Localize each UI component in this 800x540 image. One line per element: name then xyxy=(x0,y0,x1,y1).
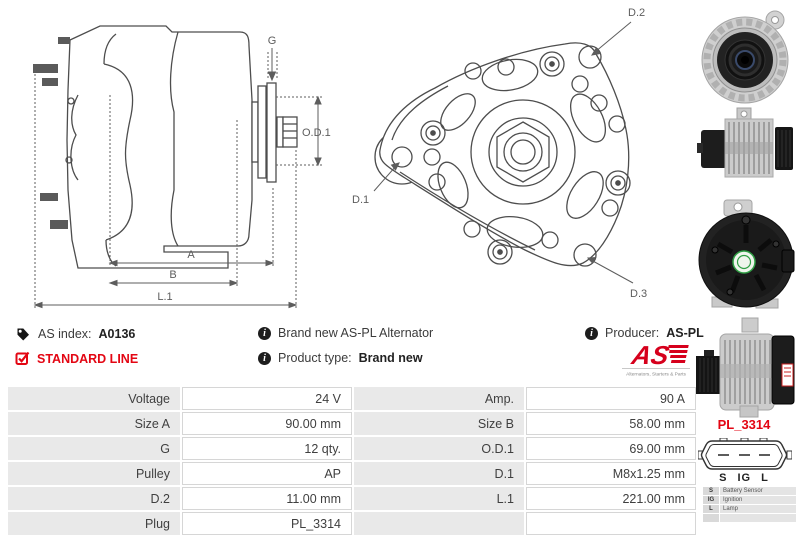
photo-front-view[interactable] xyxy=(697,6,797,104)
brand-new-row: i Brand new AS-PL Alternator xyxy=(258,326,433,340)
spec-label: Plug xyxy=(8,512,180,535)
dim-label-g: G xyxy=(268,35,277,47)
legend-value: Ignition xyxy=(720,496,796,504)
legend-key: L xyxy=(703,505,719,513)
photo-rear-view[interactable] xyxy=(694,198,798,310)
dim-label-a: A xyxy=(187,249,195,261)
producer-row: i Producer: AS-PL xyxy=(585,326,704,340)
producer-value: AS-PL xyxy=(666,326,704,340)
plug-code: PL_3314 xyxy=(717,417,771,432)
spec-label: Voltage xyxy=(8,387,180,410)
legend-key-empty xyxy=(703,514,719,522)
as-index-row: AS index: A0136 xyxy=(15,326,135,342)
standard-line-label: STANDARD LINE xyxy=(37,351,139,366)
spec-label: Size B xyxy=(354,412,524,435)
info-icon: i xyxy=(258,326,271,340)
producer-label: Producer: xyxy=(605,326,660,340)
spec-value: 90.00 mm xyxy=(182,412,352,435)
spec-value xyxy=(526,512,696,535)
as-logo-tagline: Alternators, Starters & Parts xyxy=(626,372,686,378)
legend-value: Battery Sensor xyxy=(720,487,796,495)
spec-label: Pulley xyxy=(8,462,180,485)
spec-label: Amp. xyxy=(354,387,524,410)
spec-value: M8x1.25 mm xyxy=(526,462,696,485)
product-type-label: Product type: xyxy=(278,351,352,365)
tag-icon xyxy=(17,328,29,341)
side-view-drawing: G O.D.1 A B L.1 xyxy=(33,25,331,309)
rear-studs xyxy=(33,37,70,229)
photo-side-view[interactable] xyxy=(697,104,797,190)
spec-label: D.2 xyxy=(8,487,180,510)
legend-key: IG xyxy=(703,496,719,504)
as-logo-text: AS xyxy=(628,340,672,370)
info-icon: i xyxy=(585,326,598,340)
dim-label-l1: L.1 xyxy=(157,291,172,303)
legend-key: S xyxy=(703,487,719,495)
spec-label: D.1 xyxy=(354,462,524,485)
spec-value: 11.00 mm xyxy=(182,487,352,510)
standard-line-row: STANDARD LINE xyxy=(15,351,138,366)
spec-label: O.D.1 xyxy=(354,437,524,460)
checkbox-checked-icon xyxy=(15,351,30,365)
product-type-value: Brand new xyxy=(358,351,423,365)
spec-label: L.1 xyxy=(354,487,524,510)
legend-value: Lamp xyxy=(720,505,796,513)
as-index-value: A0136 xyxy=(98,327,136,341)
spec-value: 58.00 mm xyxy=(526,412,696,435)
as-pl-logo: AS Alternators, Starters & Parts xyxy=(620,339,692,382)
brand-new-text: Brand new AS-PL Alternator xyxy=(278,326,434,340)
as-index-label: AS index: xyxy=(38,327,92,341)
spec-value: AP xyxy=(182,462,352,485)
spec-value: PL_3314 xyxy=(182,512,352,535)
plug-pin-labels: S IG L xyxy=(719,472,769,484)
front-view-drawing: D.2 D.1 D.3 xyxy=(352,7,647,300)
dim-label-b: B xyxy=(169,269,176,281)
spec-value: 69.00 mm xyxy=(526,437,696,460)
info-icon: i xyxy=(258,351,271,365)
plug-connector-diagram xyxy=(698,438,792,470)
spec-value: 221.00 mm xyxy=(526,487,696,510)
plug-legend: S Battery Sensor IG Ignition L Lamp xyxy=(703,487,796,522)
dim-label-d2: D.2 xyxy=(628,7,645,19)
spec-label: Size A xyxy=(8,412,180,435)
photo-side-view-2[interactable] xyxy=(694,306,798,418)
dim-label-od1: O.D.1 xyxy=(302,127,331,139)
legend-value-empty xyxy=(720,514,796,522)
spec-value: 24 V xyxy=(182,387,352,410)
spec-value: 12 qty. xyxy=(182,437,352,460)
spec-table: Voltage 24 V Amp. 90 A Size A 90.00 mm S… xyxy=(8,387,696,535)
spec-label: G xyxy=(8,437,180,460)
dim-label-d1: D.1 xyxy=(352,194,369,206)
spec-value: 90 A xyxy=(526,387,696,410)
spec-label xyxy=(354,512,524,535)
dim-label-d3: D.3 xyxy=(630,288,647,300)
product-type-row: i Product type: Brand new xyxy=(258,351,423,365)
